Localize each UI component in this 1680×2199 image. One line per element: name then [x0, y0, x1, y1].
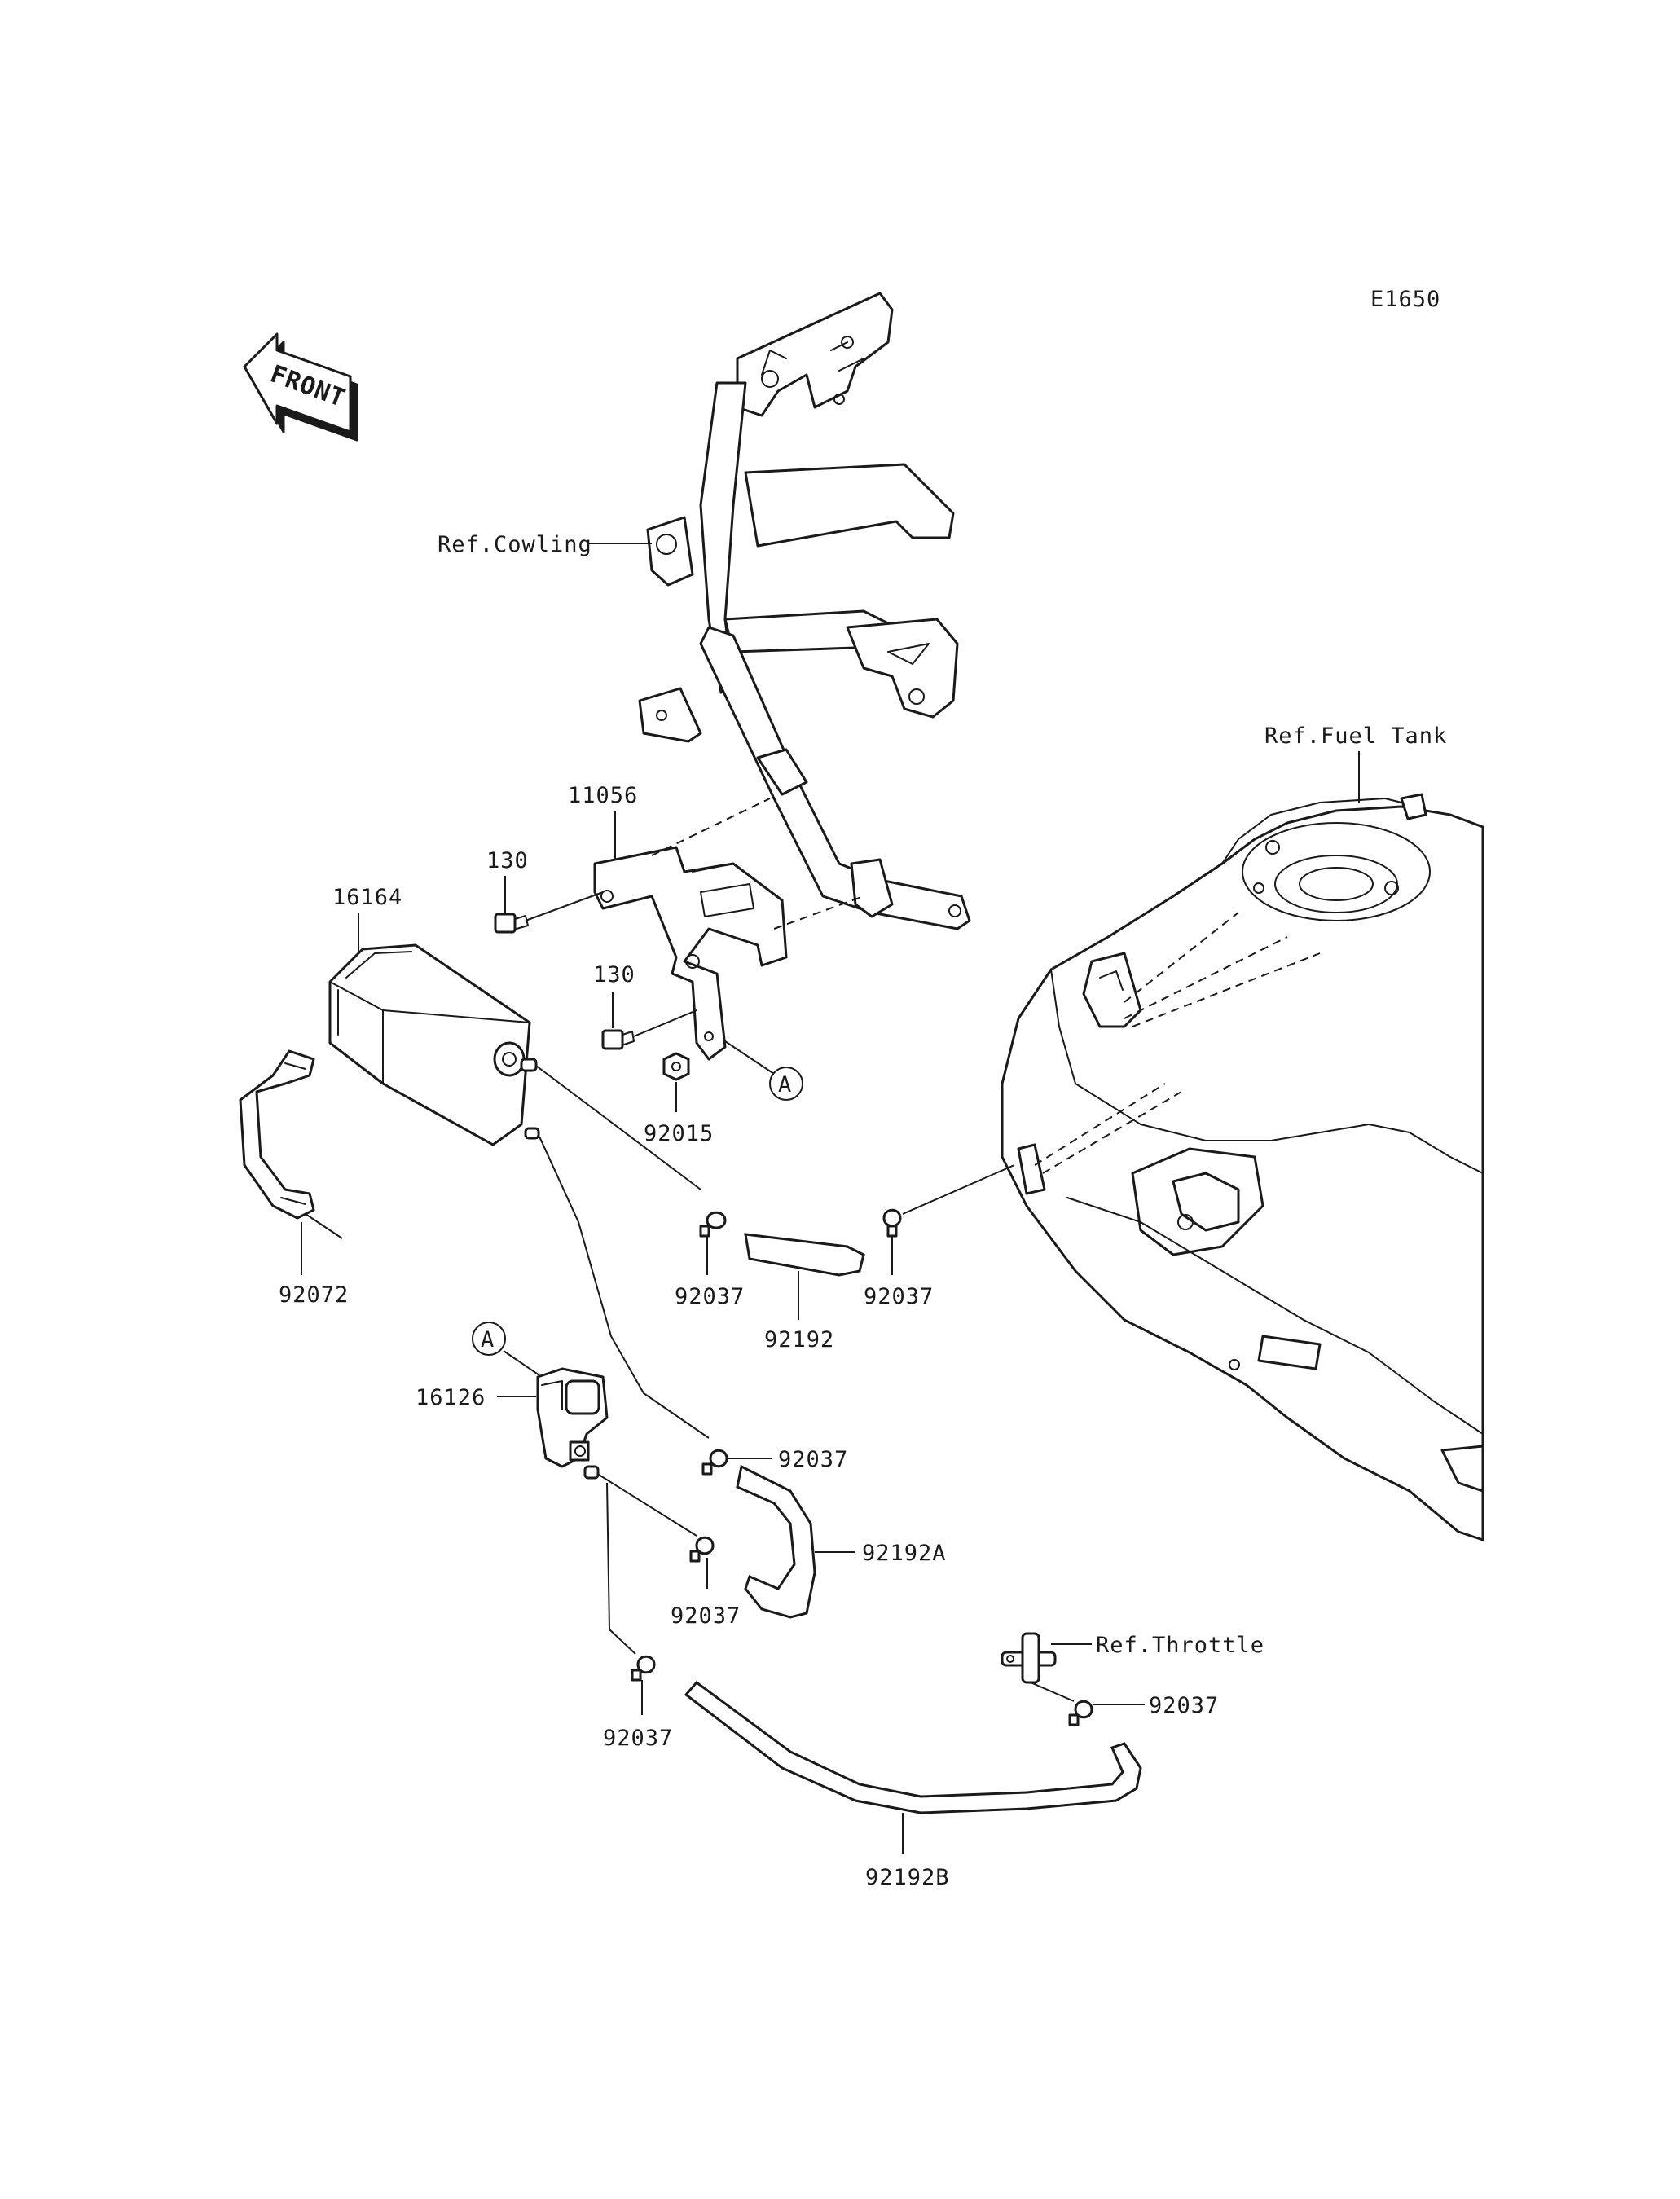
- part-92192a: 92192A: [862, 1541, 947, 1566]
- part-92037-6: 92037: [1149, 1693, 1219, 1718]
- bracket-11056: [593, 846, 788, 1061]
- svg-text:A: A: [778, 1072, 792, 1097]
- part-92192b: 92192B: [865, 1865, 950, 1890]
- band-92072: [239, 1049, 343, 1239]
- part-92037-3: 92037: [778, 1447, 848, 1472]
- part-92192: 92192: [764, 1327, 834, 1352]
- hose-92192a: [736, 1464, 816, 1619]
- part-16164: 16164: [332, 885, 402, 910]
- clamp-92037-6: [1068, 1700, 1093, 1726]
- bolt-upper-130: [494, 913, 529, 934]
- part-16126: 16126: [416, 1385, 486, 1410]
- part-92037-2: 92037: [864, 1284, 934, 1309]
- part-92037-4: 92037: [671, 1603, 741, 1629]
- hose-92192b: [684, 1680, 1142, 1814]
- part-130-upper: 130: [486, 848, 529, 873]
- ref-cowling-label: Ref.Cowling: [438, 532, 592, 557]
- cowling-stay-frame: [638, 292, 971, 930]
- part-92015: 92015: [644, 1121, 714, 1146]
- part-130-lower: 130: [593, 962, 635, 987]
- part-92072: 92072: [279, 1282, 349, 1308]
- diagram-code: E1650: [1370, 287, 1440, 312]
- part-92037-1: 92037: [675, 1284, 745, 1309]
- throttle-tee-fitting: [1001, 1632, 1075, 1702]
- nut-92015: [662, 1052, 690, 1081]
- part-11056: 11056: [568, 783, 638, 808]
- valve-16126: [536, 1367, 609, 1480]
- clamp-92037-2: [882, 1208, 902, 1238]
- ref-throttle-label: Ref.Throttle: [1096, 1633, 1264, 1658]
- front-arrow-icon: FRONT: [243, 332, 358, 442]
- callout-a-valve: A: [472, 1322, 506, 1356]
- hose-92192: [744, 1233, 865, 1277]
- bolt-lower-130: [601, 1029, 635, 1050]
- fuel-tank: [1001, 793, 1484, 1541]
- part-92037-5: 92037: [603, 1726, 673, 1751]
- clamp-92037-3: [701, 1449, 728, 1476]
- clamp-92037-4: [689, 1536, 715, 1563]
- svg-text:A: A: [481, 1327, 495, 1352]
- canister-16164: [328, 943, 540, 1146]
- clamp-92037-1: [699, 1211, 727, 1238]
- ref-fuel-tank-label: Ref.Fuel Tank: [1264, 723, 1447, 749]
- clamp-92037-5: [631, 1655, 656, 1682]
- callout-a-bracket: A: [769, 1067, 803, 1101]
